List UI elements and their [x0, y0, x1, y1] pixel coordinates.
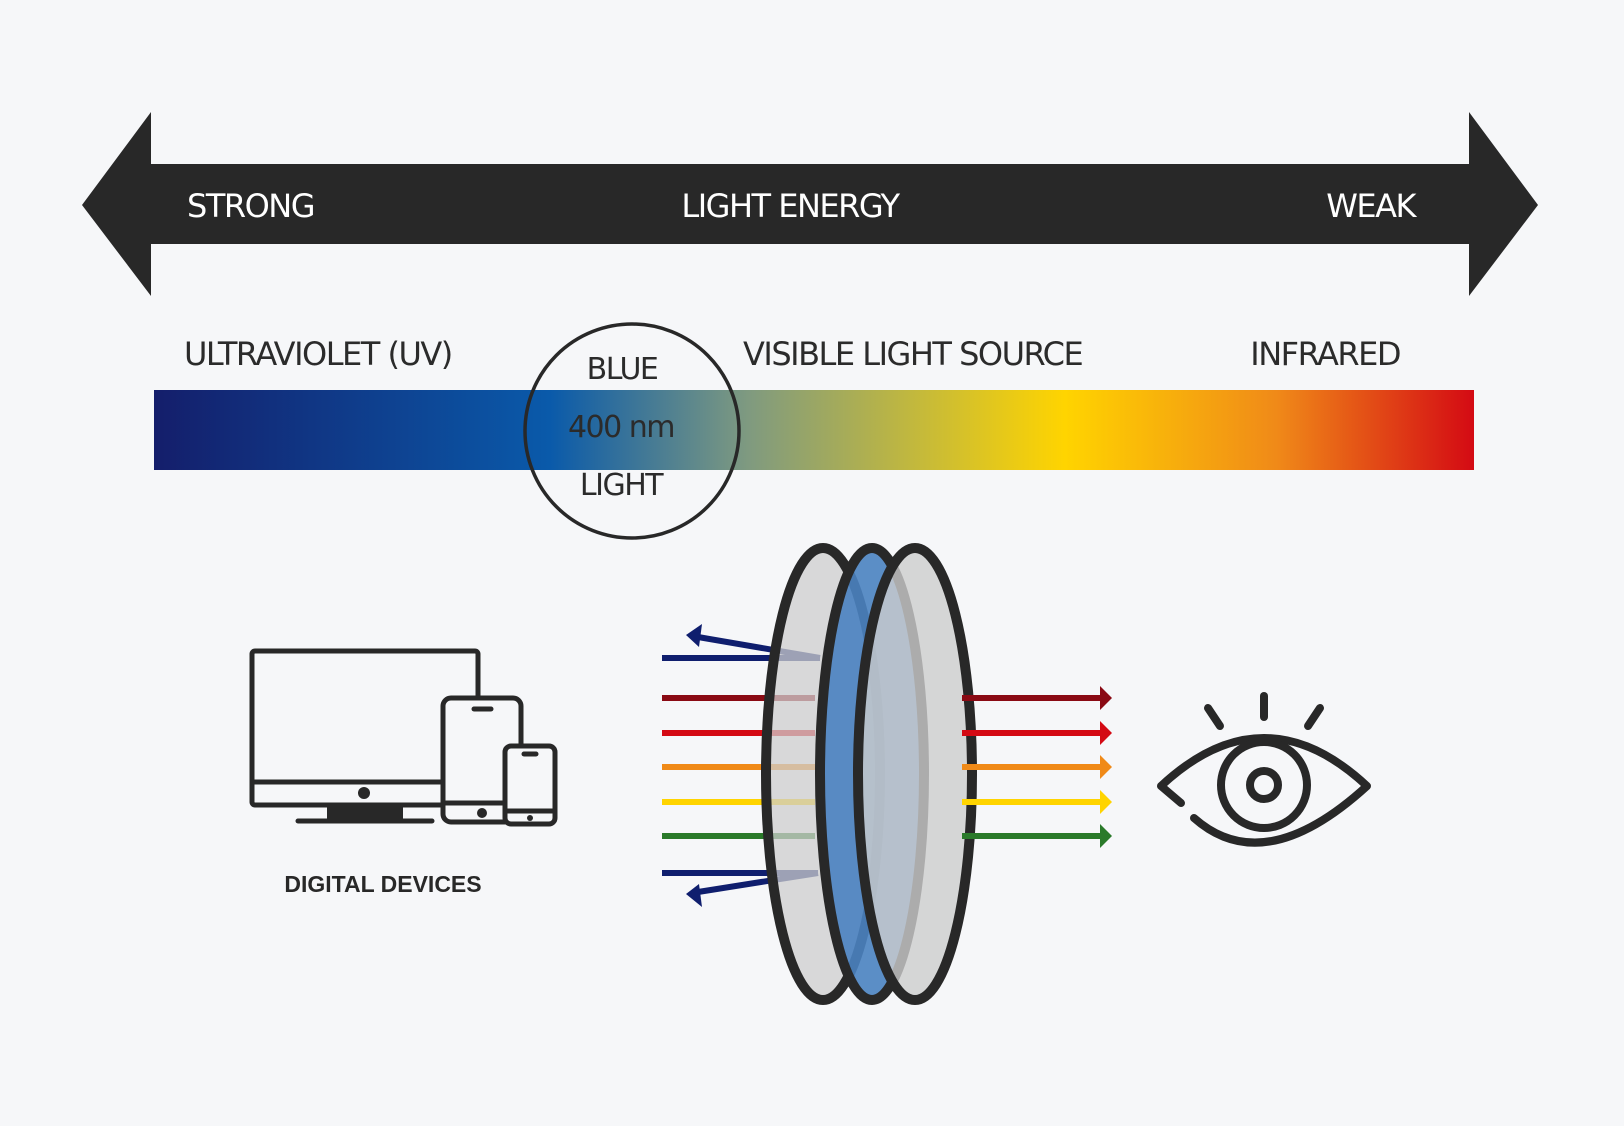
devices-icon	[249, 648, 558, 827]
ultraviolet-label: ULTRAVIOLET (UV)	[184, 335, 452, 373]
light-energy-arrow	[82, 112, 1538, 296]
lens-stack-icon	[761, 543, 977, 1005]
blue-label: BLUE	[587, 352, 658, 387]
eye-icon	[1157, 692, 1371, 847]
visible-light-label: VISIBLE LIGHT SOURCE	[743, 335, 1083, 373]
light-energy-label: LIGHT ENERGY	[681, 187, 900, 225]
blue-light-circle	[523, 322, 741, 540]
infrared-label: INFRARED	[1250, 335, 1400, 373]
strong-label: STRONG	[187, 187, 314, 225]
digital-devices-label: DIGITAL DEVICES	[284, 871, 481, 897]
light-label: LIGHT	[580, 468, 664, 503]
transmitted-rays	[962, 686, 1112, 848]
spectrum-bar	[154, 390, 1474, 470]
wavelength-label: 400 nm	[568, 410, 674, 445]
weak-label: WEAK	[1326, 187, 1417, 225]
